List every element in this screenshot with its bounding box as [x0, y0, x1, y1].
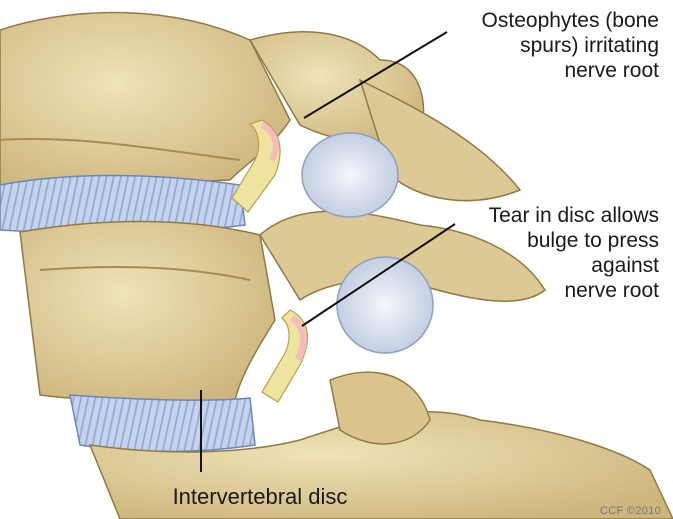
label-intervertebral-disc: Intervertebral disc: [0, 484, 520, 509]
copyright-credit: CCF ©2010: [600, 505, 661, 517]
label-tear-line-3: against: [489, 253, 659, 278]
lower-disc: [70, 395, 255, 451]
bulge-upper: [302, 133, 398, 217]
label-tear-line-1: Tear in disc allows: [489, 203, 659, 228]
label-osteophytes-line-1: Osteophytes (bone: [482, 8, 659, 33]
label-osteophytes: Osteophytes (bone spurs) irritating nerv…: [482, 8, 659, 83]
label-osteophytes-line-2: spurs) irritating: [482, 33, 659, 58]
label-tear-line-4: nerve root: [489, 278, 659, 303]
label-osteophytes-line-3: nerve root: [482, 58, 659, 83]
label-tear-line-2: bulge to press: [489, 228, 659, 253]
label-disc-tear: Tear in disc allows bulge to press again…: [489, 203, 659, 303]
